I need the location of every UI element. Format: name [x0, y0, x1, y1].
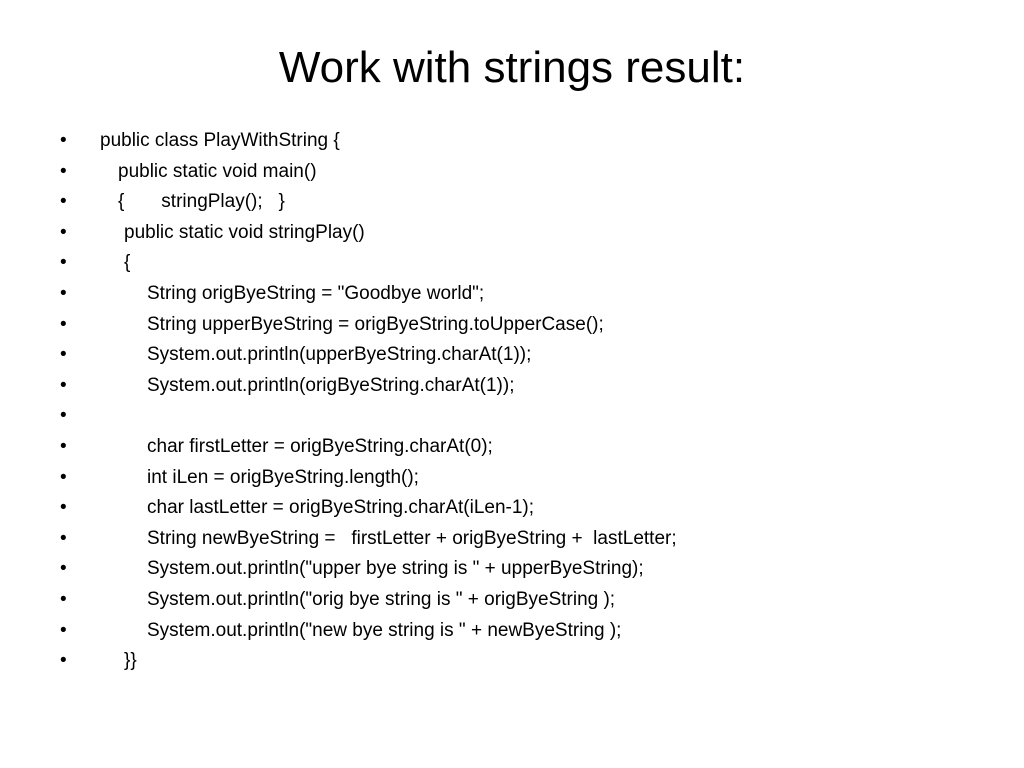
list-item: • String upperByeString = origByeString.…	[0, 310, 1024, 341]
code-bullet-list: • public class PlayWithString { • public…	[0, 126, 1024, 677]
list-item: •	[0, 401, 1024, 432]
code-line: public static void main()	[118, 160, 317, 182]
bullet-icon: •	[60, 619, 67, 641]
bullet-icon: •	[60, 160, 67, 182]
list-item: • char firstLetter = origByeString.charA…	[0, 432, 1024, 463]
list-item: • System.out.println("new bye string is …	[0, 616, 1024, 647]
code-line: public class PlayWithString {	[100, 130, 340, 151]
bullet-icon: •	[60, 221, 67, 243]
bullet-icon: •	[60, 191, 67, 213]
code-line: String origByeString = "Goodbye world";	[147, 282, 485, 304]
bullet-icon: •	[60, 130, 67, 151]
list-item: • char lastLetter = origByeString.charAt…	[0, 493, 1024, 524]
code-line: char lastLetter = origByeString.charAt(i…	[147, 497, 535, 519]
list-item: • String origByeString = "Goodbye world"…	[0, 279, 1024, 310]
list-item: • { stringPlay(); }	[0, 187, 1024, 218]
list-item: • }}	[0, 646, 1024, 677]
code-line: String newByeString = firstLetter + orig…	[147, 527, 677, 549]
list-item: • String newByeString = firstLetter + or…	[0, 524, 1024, 555]
list-item: • public static void main()	[0, 157, 1024, 188]
bullet-icon: •	[60, 650, 67, 672]
list-item: • {	[0, 248, 1024, 279]
code-line: System.out.println("orig bye string is "…	[147, 588, 616, 610]
bullet-icon: •	[60, 313, 67, 335]
list-item: • int iLen = origByeString.length();	[0, 463, 1024, 494]
code-line: System.out.println("upper bye string is …	[147, 558, 644, 580]
code-line: {	[124, 252, 131, 274]
code-line: public static void stringPlay()	[124, 221, 365, 243]
bullet-icon: •	[60, 374, 67, 396]
bullet-icon: •	[60, 466, 67, 488]
code-line: String upperByeString = origByeString.to…	[147, 313, 604, 335]
code-line: { stringPlay(); }	[118, 191, 285, 213]
bullet-icon: •	[60, 588, 67, 610]
list-item: • System.out.println(origByeString.charA…	[0, 371, 1024, 402]
code-line: }}	[124, 650, 137, 672]
code-line: System.out.println("new bye string is " …	[147, 619, 622, 641]
code-line: System.out.println(upperByeString.charAt…	[147, 344, 532, 366]
code-line: int iLen = origByeString.length();	[147, 466, 419, 488]
list-item: • System.out.println(upperByeString.char…	[0, 340, 1024, 371]
slide-title: Work with strings result:	[278, 43, 746, 92]
list-item: • System.out.println("orig bye string is…	[0, 585, 1024, 616]
bullet-icon: •	[60, 405, 67, 427]
list-item: • public class PlayWithString {	[0, 126, 1024, 157]
bullet-icon: •	[60, 527, 67, 549]
bullet-icon: •	[60, 558, 67, 580]
list-item: • System.out.println("upper bye string i…	[0, 554, 1024, 585]
list-item: • public static void stringPlay()	[0, 218, 1024, 249]
bullet-icon: •	[60, 252, 67, 274]
code-line: System.out.println(origByeString.charAt(…	[147, 374, 515, 396]
bullet-icon: •	[60, 282, 67, 304]
code-line: char firstLetter = origByeString.charAt(…	[147, 435, 493, 457]
bullet-icon: •	[60, 344, 67, 366]
bullet-icon: •	[60, 435, 67, 457]
bullet-icon: •	[60, 497, 67, 519]
